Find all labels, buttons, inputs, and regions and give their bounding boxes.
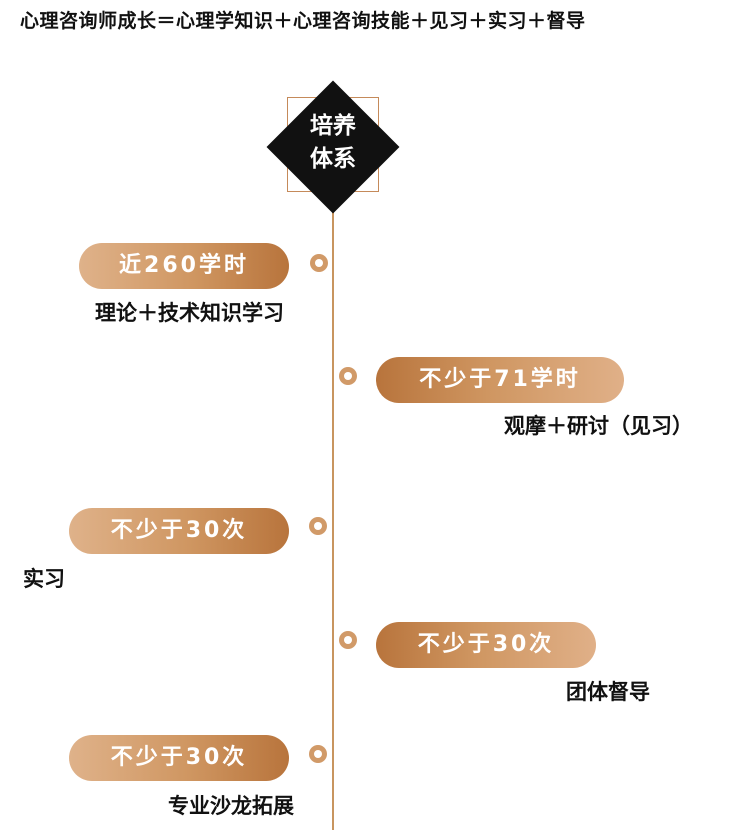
milestone-4-desc: 团体督导 (566, 680, 650, 704)
page-title: 心理咨询师成长＝心理学知识＋心理咨询技能＋见习＋实习＋督导 (20, 10, 586, 32)
milestone-1-pill: 近260学时 (79, 243, 289, 289)
milestone-2-dot (339, 367, 357, 385)
milestone-5-dot (309, 745, 327, 763)
milestone-2-pill: 不少于71学时 (376, 357, 624, 403)
milestone-5-pill: 不少于30次 (69, 735, 289, 781)
milestone-1-desc: 理论＋技术知识学习 (95, 301, 284, 325)
milestone-3-desc: 实习 (23, 567, 65, 591)
center-label-line1: 培养 (310, 113, 356, 139)
milestone-1-dot (310, 254, 328, 272)
milestone-3-pill: 不少于30次 (69, 508, 289, 554)
timeline-line (332, 195, 334, 830)
milestone-4-pill: 不少于30次 (376, 622, 596, 668)
milestone-3-dot (309, 517, 327, 535)
milestone-5-desc: 专业沙龙拓展 (168, 794, 294, 818)
center-label-line2: 体系 (310, 146, 356, 172)
milestone-4-dot (339, 631, 357, 649)
center-label: 培养 体系 (287, 110, 379, 176)
milestone-2-desc: 观摩＋研讨（见习） (504, 414, 693, 438)
